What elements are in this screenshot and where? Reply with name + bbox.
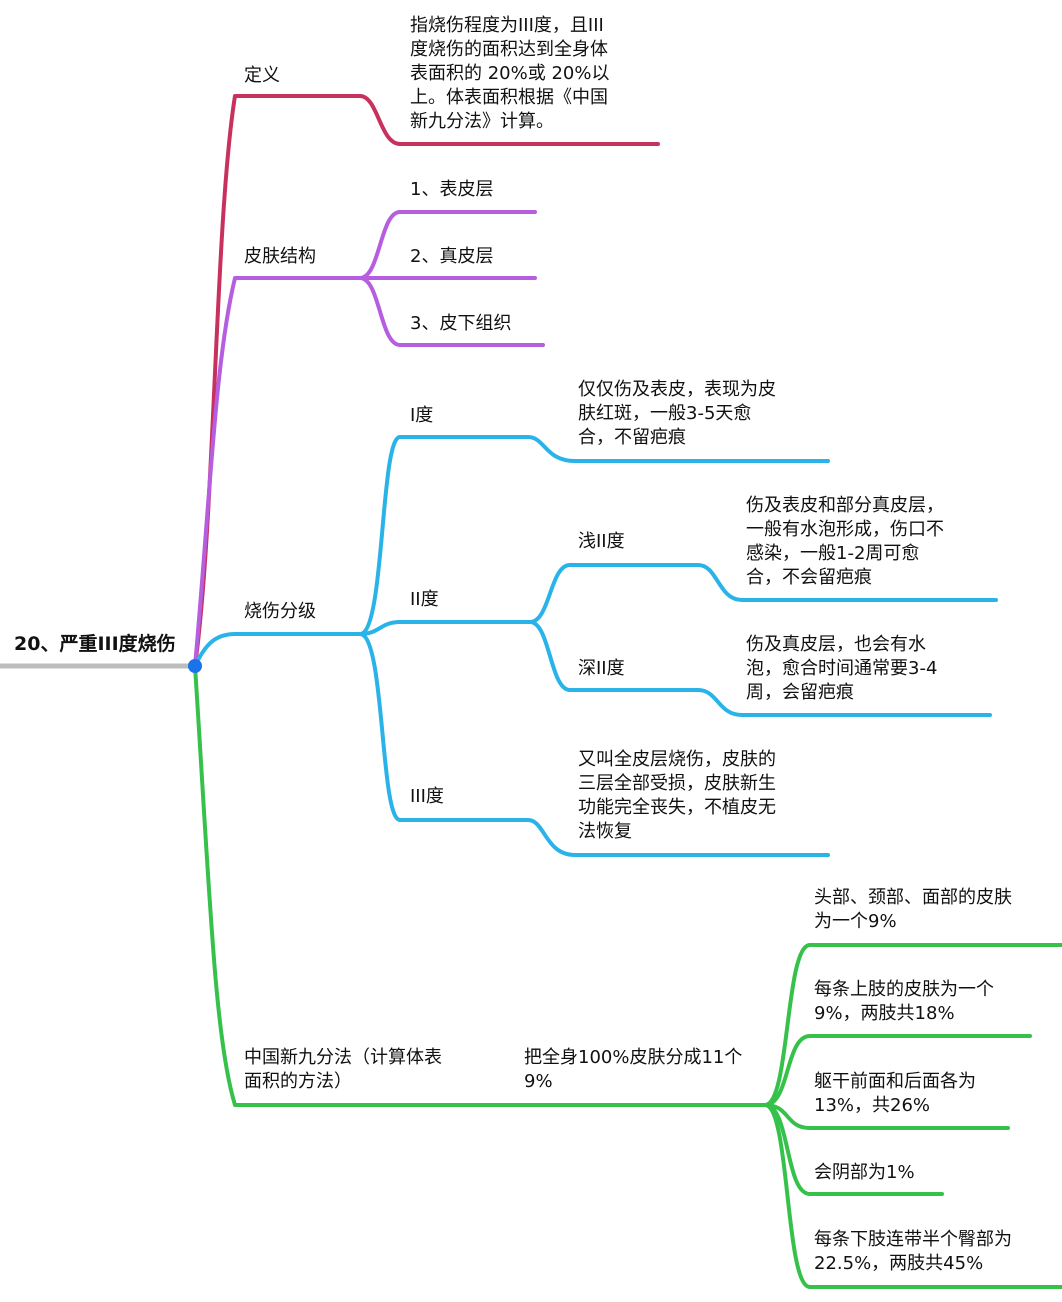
nine-item-4: 会阴部为1% — [814, 1162, 915, 1183]
root-label: 20、严重III度烧伤 — [14, 633, 176, 655]
deg2-deep-label: 深II度 — [578, 658, 625, 679]
deg2-label: II度 — [410, 589, 439, 610]
deg2-deep-connector — [528, 620, 992, 717]
skin-item-2: 2、真皮层 — [410, 246, 494, 267]
deg3-label: III度 — [410, 786, 444, 807]
skin-item-3: 3、皮下组织 — [410, 313, 512, 334]
nine-mid-text: 把全身100%皮肤分成11个 9% — [524, 1047, 743, 1092]
skin-item-3-connector — [358, 276, 545, 347]
nine-item-5-connector — [763, 1103, 1062, 1289]
skin-item-1: 1、表皮层 — [410, 179, 494, 200]
deg3-connector — [358, 632, 830, 857]
deg1-connector — [358, 435, 830, 636]
definition-text: 指烧伤程度为III度，且III 度烧伤的面积达到全身体 表面积的 20%或 20… — [410, 15, 610, 132]
deg1-label: I度 — [410, 405, 434, 426]
nine-item-1-connector — [763, 943, 1062, 1107]
nine-item-5: 每条下肢连带半个臀部为 22.5%，两肢共45% — [814, 1229, 1012, 1274]
deg2-connector — [358, 620, 532, 636]
deg2-shallow-text: 伤及表皮和部分真皮层， 一般有水泡形成，伤口不 感染，一般1-2周可愈 合，不会… — [746, 495, 944, 588]
skin-connector — [193, 276, 362, 668]
nine-item-1: 头部、颈部、面部的皮肤 为一个9% — [814, 887, 1012, 932]
nine-item-2: 每条上肢的皮肤为一个 9%，两肢共18% — [814, 979, 994, 1024]
deg3-text: 又叫全皮层烧伤，皮肤的 三层全部受损，皮肤新生 功能完全丧失，不植皮无 法恢复 — [578, 749, 776, 842]
grading-connector — [193, 632, 362, 668]
deg2-deep-text: 伤及真皮层，也会有水 泡，愈合时间通常要3-4 周，会留疤痕 — [746, 634, 938, 703]
grading-label: 烧伤分级 — [244, 601, 316, 622]
root-node-dot — [188, 659, 202, 673]
deg2-shallow-label: 浅II度 — [578, 531, 625, 552]
skin-item-1-connector — [358, 210, 537, 280]
skin-label: 皮肤结构 — [244, 246, 316, 267]
nine-label: 中国新九分法（计算体表 面积的方法） — [244, 1047, 442, 1092]
nine-item-3: 躯干前面和后面各为 13%，共26% — [814, 1071, 976, 1116]
nine-connector — [193, 664, 767, 1107]
deg2-shallow-connector — [528, 563, 998, 624]
nine-item-2-connector — [763, 1034, 1032, 1107]
deg1-text: 仅仅伤及表皮，表现为皮 肤红斑，一般3-5天愈 合，不留疤痕 — [578, 379, 776, 448]
definition-label: 定义 — [244, 65, 280, 86]
